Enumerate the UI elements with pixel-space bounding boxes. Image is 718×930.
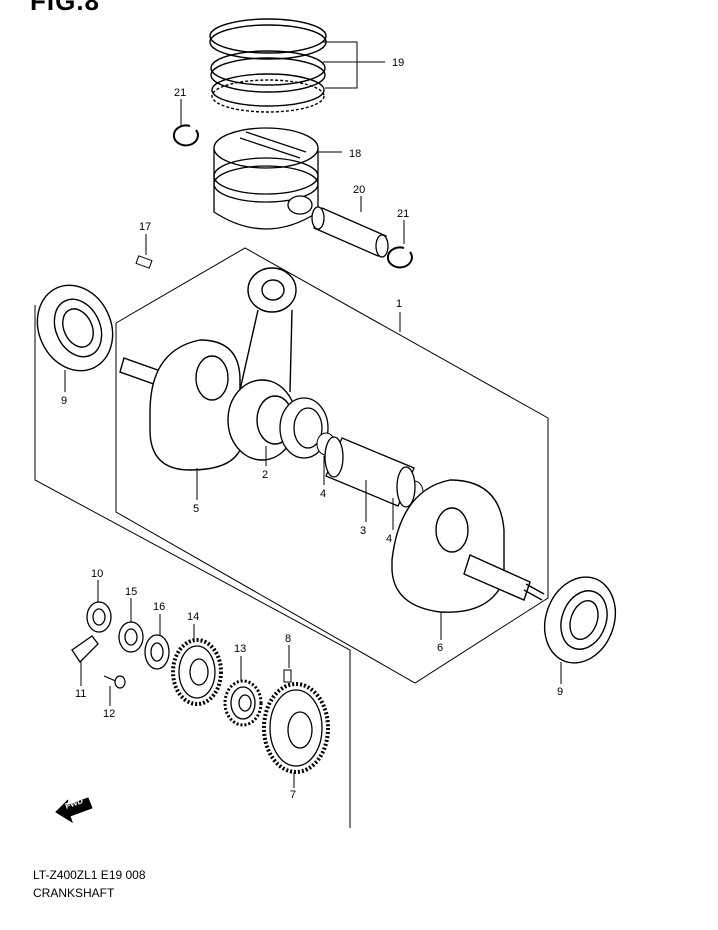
callout-20: 20 [353, 184, 365, 196]
callout-17: 17 [139, 221, 151, 233]
screw-12 [103, 675, 126, 689]
crank-pin [324, 436, 416, 508]
callout-21-upper: 21 [174, 87, 186, 99]
callout-9-left: 9 [61, 395, 67, 407]
callout-15: 15 [125, 586, 137, 598]
callout-4-right: 4 [386, 533, 392, 545]
callout-10: 10 [91, 568, 103, 580]
callout-3: 3 [360, 525, 366, 537]
leader-lines [64, 41, 562, 788]
big-end-bearing [279, 397, 329, 459]
callout-19: 19 [392, 57, 404, 69]
model-code: LT-Z400ZL1 E19 008 [33, 868, 146, 882]
gear-7 [262, 682, 330, 774]
connecting-rod [227, 267, 297, 461]
figure-label: FIG.8 [30, 0, 101, 16]
callout-5: 5 [193, 503, 199, 515]
crank-web-left [119, 339, 241, 471]
snap-ring-lower [386, 246, 413, 269]
callout-8: 8 [285, 633, 291, 645]
callout-12: 12 [103, 708, 115, 720]
diagram-title: CRANKSHAFT [33, 886, 115, 900]
fwd-arrow-icon [55, 797, 93, 824]
oil-seal-10 [86, 601, 112, 633]
washer-16 [144, 634, 170, 670]
callout-2: 2 [262, 469, 268, 481]
woodruff-key [135, 255, 153, 269]
gear-13 [223, 679, 263, 727]
callout-13: 13 [234, 643, 246, 655]
callout-21-lower: 21 [397, 208, 409, 220]
bearing-left [36, 284, 114, 372]
key-8 [283, 669, 292, 683]
callout-6: 6 [437, 642, 443, 654]
callout-9-right: 9 [557, 686, 563, 698]
callout-11: 11 [75, 688, 86, 700]
snap-ring-upper [172, 124, 199, 147]
plate-11 [71, 635, 99, 664]
callout-7: 7 [290, 789, 296, 801]
piston-rings [209, 18, 327, 113]
nut-15 [118, 621, 144, 653]
crank-web-right [391, 479, 545, 613]
callout-16: 16 [153, 601, 165, 613]
callout-18: 18 [349, 148, 361, 160]
piston [213, 127, 319, 230]
assembly-box-crankshaft [115, 247, 549, 684]
piston-pin [311, 206, 389, 258]
callout-1: 1 [396, 298, 402, 310]
bearing-right [543, 576, 617, 664]
gear-14 [171, 638, 223, 706]
callout-4-left: 4 [320, 488, 326, 500]
callout-14: 14 [187, 611, 199, 623]
